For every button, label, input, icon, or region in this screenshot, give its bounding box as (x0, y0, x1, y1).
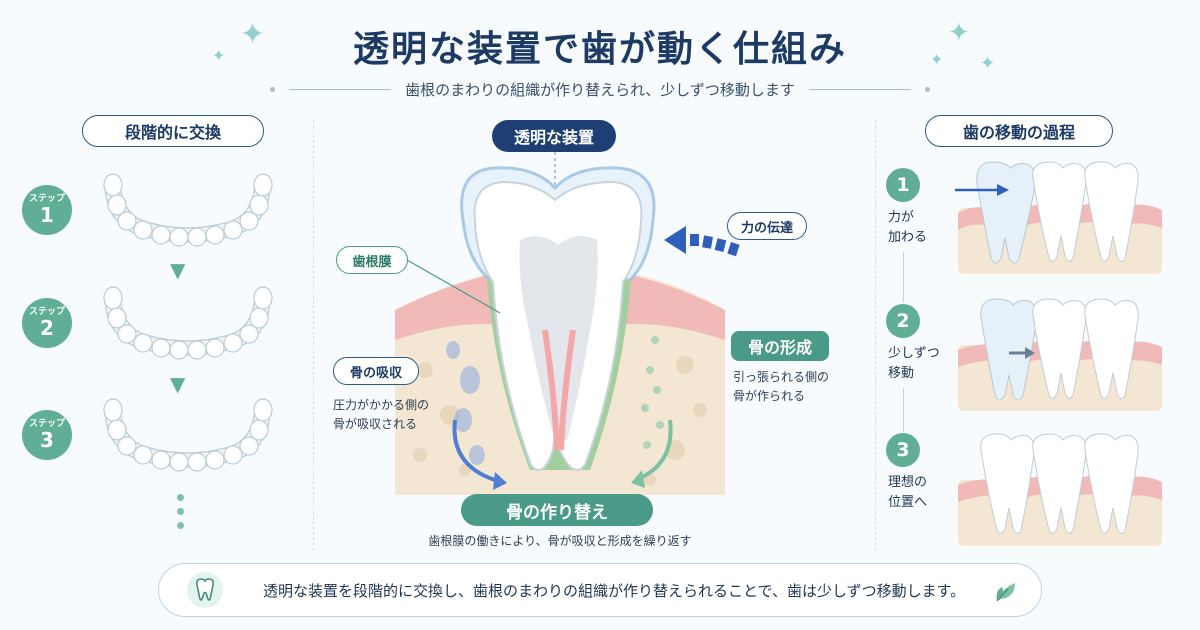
ligament-pointer (406, 259, 501, 314)
force-label: 力の伝達 (727, 212, 807, 240)
tooth-icon (187, 572, 223, 608)
sparkle-icon: ✦ (240, 17, 266, 52)
sparkle-icon: ✦ (980, 53, 996, 74)
stage-teeth-3 (958, 433, 1162, 546)
divider-right (875, 120, 876, 550)
sparkle-icon: ✦ (212, 46, 226, 65)
stage-teeth-2 (958, 298, 1162, 411)
aligner-tray-icon (103, 173, 273, 247)
continuation-dots (177, 494, 184, 536)
page-subtitle: 歯根のまわりの組織が作り替えられ、少しずつ移動します (405, 80, 795, 99)
stage-text-2: 少しずつ 移動 (888, 346, 940, 381)
sparkle-icon: ✦ (948, 18, 970, 48)
stage-connector (903, 388, 904, 432)
stage-text-3: 理想の 位置へ (888, 475, 928, 510)
leaf-icon (996, 583, 1015, 602)
arrow-down-icon: ▼ (170, 258, 186, 282)
subtitle-row: 歯根のまわりの組織が作り替えられ、少しずつ移動します (270, 78, 931, 100)
stage-connector (903, 252, 904, 302)
formation-label: 骨の形成 (731, 331, 829, 361)
step-badge-1: ステップ 1 (22, 185, 72, 235)
resorption-note: 圧力がかかる側の 骨が吸収される (333, 398, 430, 431)
step-badge-2: ステップ 2 (22, 298, 72, 348)
aligner-tray-icon (103, 398, 273, 472)
stage-teeth-1 (955, 161, 1162, 274)
ligament-label: 歯根膜 (336, 246, 408, 274)
stage-badge-3: 3 (886, 433, 920, 467)
summary-banner: 透明な装置を段階的に交換し、歯根のまわりの組織が作り替えられることで、歯は少しず… (158, 563, 1042, 617)
resorption-label: 骨の吸収 (333, 357, 419, 385)
remodeling-label: 骨の作り替え (461, 494, 653, 526)
formation-note: 引っ張られる側の 骨が作られる (733, 370, 830, 403)
device-label: 透明な装置 (492, 120, 616, 152)
right-panel-heading: 歯の移動の過程 (925, 115, 1113, 147)
step-badge-3: ステップ 3 (22, 410, 72, 460)
stage-badge-2: 2 (886, 304, 920, 338)
summary-text: 透明な装置を段階的に交換し、歯根のまわりの組織が作り替えられることで、歯は少しず… (263, 581, 966, 600)
arrow-down-icon: ▼ (170, 372, 186, 396)
aligner-tray-icon (103, 286, 273, 360)
force-arrow-icon (664, 226, 740, 257)
sparkle-icon: ✦ (930, 50, 944, 69)
left-panel-heading: 段階的に交換 (82, 115, 264, 147)
stage-text-1: 力が 加わる (888, 210, 928, 245)
divider-left (313, 120, 314, 550)
remodeling-caption: 歯根膜の働きにより、骨が吸収と形成を繰り返す (428, 534, 692, 548)
stage-badge-1: 1 (886, 168, 920, 202)
tooth-cross-section (395, 152, 725, 495)
page-title: 透明な装置で歯が動く仕組み (352, 29, 847, 70)
